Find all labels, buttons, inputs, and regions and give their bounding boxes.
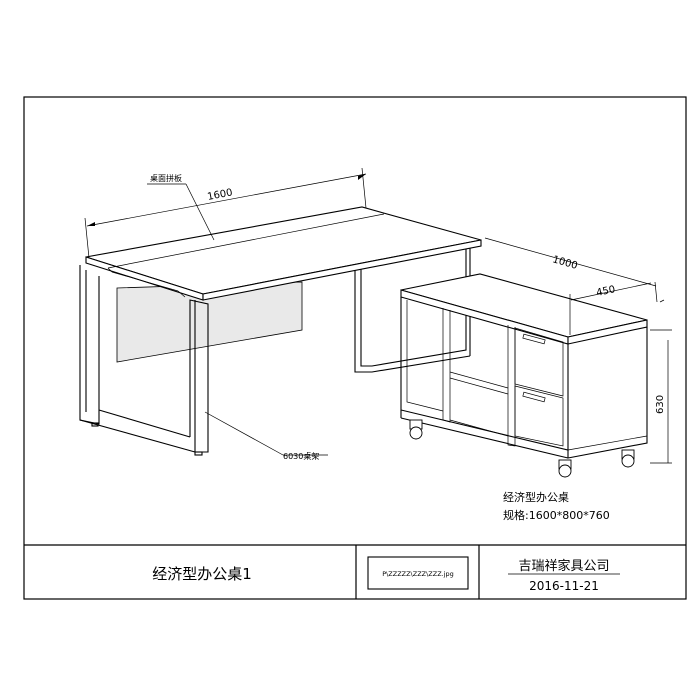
spec-name: 经济型办公桌 (503, 490, 569, 504)
desk-illustration (79, 206, 482, 456)
desk-top-side-edge (202, 239, 482, 301)
title-block-date: 2016-11-21 (529, 579, 599, 593)
dim-line-width (86, 173, 367, 227)
title-block-title: 经济型办公桌1 (152, 565, 252, 583)
leader-top-panel (185, 183, 215, 241)
drawer-top (514, 327, 564, 397)
cabinet-illustration (400, 273, 648, 478)
dimension-lines (84, 167, 672, 464)
title-block-company: 吉瑞祥家具公司 (518, 558, 609, 574)
file-name-box (367, 556, 469, 590)
front-frame-leg-left (79, 265, 209, 456)
label-dim-cabinet-depth: 450 (595, 284, 616, 299)
drawer-bottom (514, 385, 564, 447)
title-block-file-name: P\ZZZZZ\ZZZ\ZZZ.jpg (382, 570, 454, 578)
drawer-handle-bottom (522, 391, 546, 403)
label-frame: 6030桌架 (283, 451, 319, 461)
cabinet-side (567, 327, 648, 459)
dim-line-depth (484, 237, 657, 287)
label-dim-width: 1600 (206, 187, 233, 203)
drawer-handle-top (522, 333, 546, 345)
spec-size: 规格:1600*800*760 (503, 508, 610, 522)
desk-top-split-line (107, 213, 385, 269)
cabinet-front (400, 297, 569, 451)
caster-wheels (409, 419, 635, 478)
label-dim-height: 630 (655, 395, 666, 414)
label-top-panel: 桌面拼板 (150, 173, 182, 183)
label-dim-depth: 1000 (551, 254, 578, 272)
drawing-border (23, 96, 687, 600)
leader-frame (204, 411, 284, 456)
dim-line-cabinet-depth (570, 282, 652, 301)
